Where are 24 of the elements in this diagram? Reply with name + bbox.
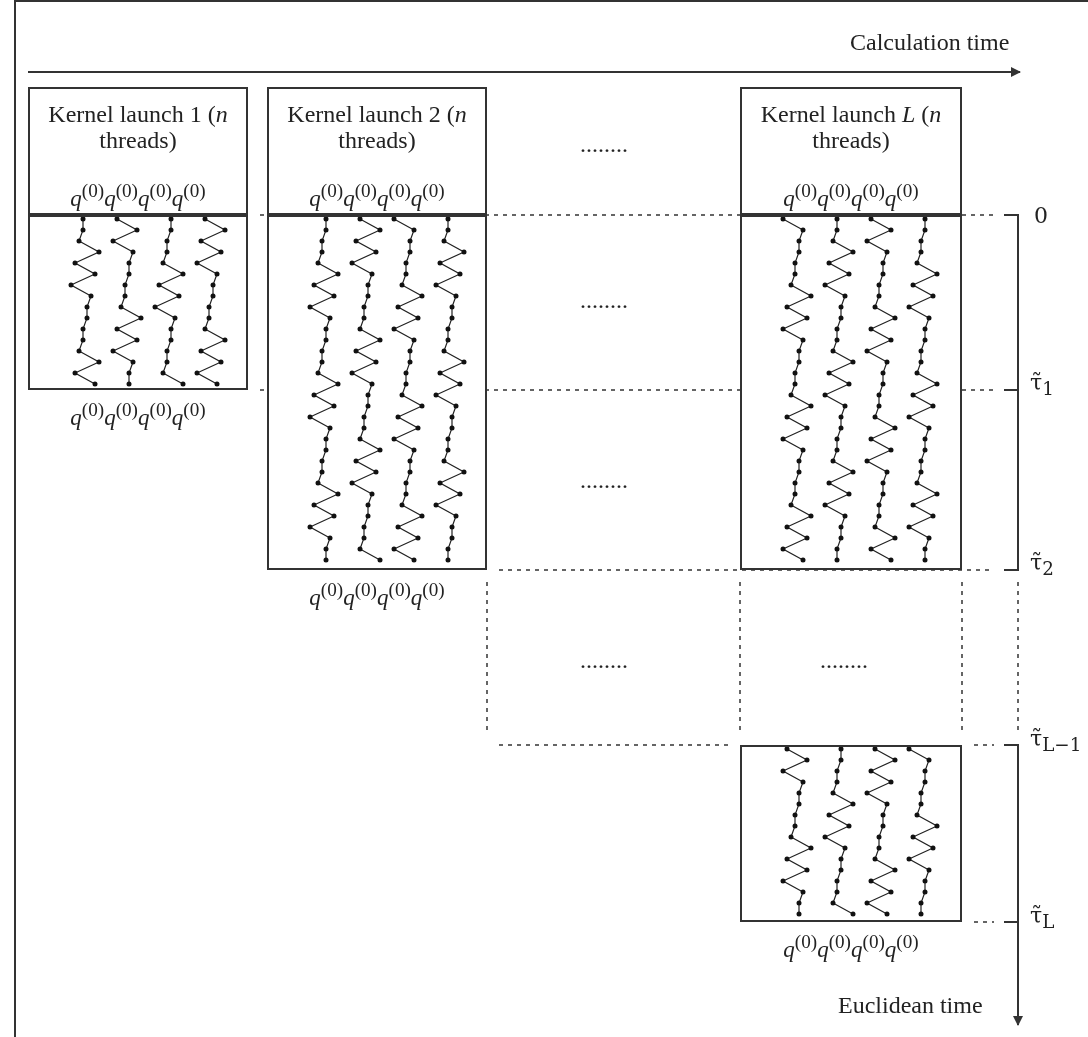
thread-labels: q$^{(0)}$q$^{(0)}$q$^{(0)}$q$^{(0)}$ bbox=[782, 932, 920, 961]
thread-labels: q$^{(0)}$q$^{(0)}$q$^{(0)}$q$^{(0)}$ bbox=[782, 181, 920, 210]
tick-label: τ̃$_{1}$ bbox=[1030, 372, 1054, 399]
axis-label: Calculation time bbox=[850, 30, 1010, 54]
tick-label: 0 bbox=[1034, 205, 1048, 227]
kernel-label: Kernel launch 2 (n threads) bbox=[286, 101, 468, 154]
ellipsis: ........ bbox=[580, 468, 628, 492]
thread-labels: q$^{(0)}$q$^{(0)}$q$^{(0)}$q$^{(0)}$ bbox=[69, 181, 207, 210]
kernel-launch-box bbox=[740, 87, 962, 215]
ellipsis: ........ bbox=[580, 648, 628, 672]
ellipsis: ........ bbox=[580, 132, 628, 156]
thread-labels: q$^{(0)}$q$^{(0)}$q$^{(0)}$q$^{(0)}$ bbox=[308, 181, 446, 210]
kernel-launch-box bbox=[28, 87, 248, 215]
kernel-launch-box bbox=[267, 87, 487, 215]
tick-label: τ̃$_{2}$ bbox=[1030, 552, 1054, 579]
thread-labels: q$^{(0)}$q$^{(0)}$q$^{(0)}$q$^{(0)}$ bbox=[308, 580, 446, 609]
thread-labels: q$^{(0)}$q$^{(0)}$q$^{(0)}$q$^{(0)}$ bbox=[69, 400, 207, 429]
kernel-label: Kernel launch 1 (n threads) bbox=[47, 101, 229, 154]
ellipsis: ........ bbox=[820, 648, 868, 672]
axis-label: Euclidean time bbox=[838, 993, 983, 1017]
tick-label: τ̃$_{L}$ bbox=[1030, 905, 1055, 932]
ellipsis: ........ bbox=[580, 288, 628, 312]
kernel-label: Kernel launch L (n threads) bbox=[759, 101, 943, 154]
tick-label: τ̃$_{L−1}$ bbox=[1030, 728, 1082, 755]
